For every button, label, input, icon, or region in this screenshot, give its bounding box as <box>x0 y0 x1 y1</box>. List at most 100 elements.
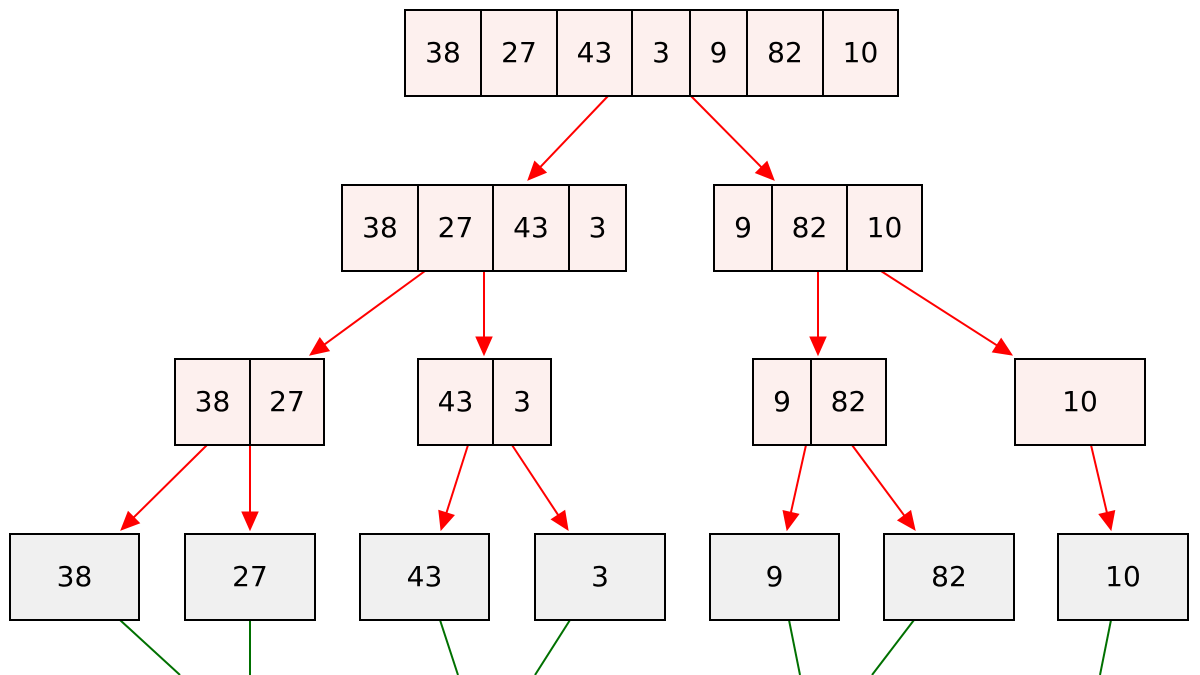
cell-value: 43 <box>513 211 549 244</box>
arrowhead-icon <box>809 336 827 357</box>
array-cell <box>810 358 887 446</box>
array-node: 38 27 43 3 <box>341 184 627 272</box>
split-arrow <box>880 270 1014 356</box>
cell-value: 43 <box>438 385 474 418</box>
arrowhead-icon <box>120 510 141 531</box>
split-arrow <box>851 444 916 531</box>
cell-value: 9 <box>710 36 728 69</box>
cell-value: 82 <box>792 211 828 244</box>
merge-edge <box>871 619 915 675</box>
merge-edge <box>119 619 181 675</box>
array-cell <box>822 9 899 97</box>
array-cell <box>1014 358 1146 446</box>
array-cell <box>709 533 840 621</box>
array-cell <box>771 184 848 272</box>
split-arrow <box>120 444 208 531</box>
split-edge-line <box>789 444 807 513</box>
array-cell <box>341 184 419 272</box>
arrowhead-icon <box>754 160 775 181</box>
array-cell <box>184 533 316 621</box>
arrowhead-icon <box>438 509 455 532</box>
split-arrow <box>527 95 609 181</box>
split-arrow <box>690 95 775 181</box>
cell-value: 9 <box>773 385 791 418</box>
cell-value: 38 <box>362 211 398 244</box>
split-edge-line <box>1090 444 1108 513</box>
arrowhead-icon <box>782 510 800 532</box>
split-arrow <box>782 444 807 532</box>
cell-value: 27 <box>438 211 474 244</box>
cell-value: 27 <box>269 385 305 418</box>
array-cell <box>631 9 691 97</box>
split-edge-line <box>445 444 469 514</box>
cell-value: 10 <box>867 211 903 244</box>
array-node: 38 27 43 3 9 82 10 <box>404 9 899 97</box>
leaf-node: 9 <box>709 533 840 621</box>
array-cell <box>1057 533 1189 621</box>
split-edge-line <box>539 95 609 168</box>
cell-value: 38 <box>425 36 461 69</box>
array-node: 10 <box>1014 358 1146 446</box>
array-cell <box>568 184 627 272</box>
leaf-node: 27 <box>184 533 316 621</box>
cell-value: 9 <box>766 560 784 593</box>
split-edge-line <box>511 444 559 516</box>
leaf-node: 43 <box>359 533 490 621</box>
leaf-node: 10 <box>1057 533 1189 621</box>
array-cell <box>556 9 633 97</box>
cell-value: 3 <box>652 36 670 69</box>
array-cell <box>492 184 570 272</box>
arrowhead-icon <box>550 509 569 532</box>
split-arrow <box>475 271 493 357</box>
cell-value: 3 <box>591 560 609 593</box>
arrowhead-icon <box>896 509 916 531</box>
array-cell <box>534 533 666 621</box>
cell-value: 82 <box>931 560 967 593</box>
split-edge-line <box>690 95 763 168</box>
leaf-node: 82 <box>883 533 1015 621</box>
cell-value: 27 <box>501 36 537 69</box>
array-cell <box>492 358 552 446</box>
cell-value: 43 <box>407 560 443 593</box>
cell-value: 3 <box>589 211 607 244</box>
cell-value: 82 <box>767 36 803 69</box>
leaf-node: 38 <box>9 533 140 621</box>
merge-edge <box>439 619 459 675</box>
array-cell <box>846 184 923 272</box>
split-edge-line <box>880 270 998 347</box>
arrowhead-icon <box>991 337 1014 356</box>
arrowhead-icon <box>475 336 493 357</box>
cell-value: 10 <box>1105 560 1141 593</box>
cell-value: 43 <box>577 36 613 69</box>
arrowhead-icon <box>1098 509 1116 532</box>
split-arrow <box>438 444 469 532</box>
array-cell <box>359 533 490 621</box>
array-cell <box>249 358 325 446</box>
cell-value: 10 <box>843 36 879 69</box>
split-arrow <box>809 271 827 357</box>
merge-edge <box>534 619 571 675</box>
split-arrow <box>511 444 569 532</box>
arrowhead-icon <box>527 160 548 181</box>
cell-value: 10 <box>1062 385 1098 418</box>
merge-edge <box>788 619 801 675</box>
array-cell <box>9 533 140 621</box>
cell-value: 9 <box>734 211 752 244</box>
arrowhead-icon <box>241 511 259 532</box>
array-cell <box>417 184 494 272</box>
array-cell <box>883 533 1015 621</box>
cell-value: 27 <box>232 560 268 593</box>
split-arrow <box>309 270 426 356</box>
split-arrow <box>1090 444 1116 532</box>
array-node: 38 27 <box>174 358 325 446</box>
array-cell <box>689 9 748 97</box>
leaf-node: 3 <box>534 533 666 621</box>
array-cell <box>174 358 251 446</box>
arrowhead-icon <box>309 337 331 356</box>
split-edge-line <box>133 444 208 519</box>
cell-value: 82 <box>831 385 867 418</box>
cell-value: 38 <box>195 385 231 418</box>
array-cell <box>746 9 824 97</box>
